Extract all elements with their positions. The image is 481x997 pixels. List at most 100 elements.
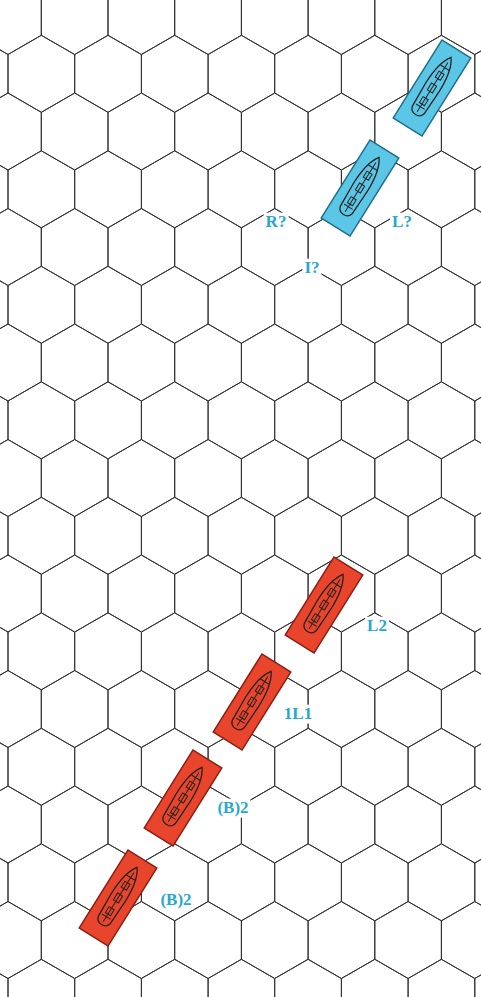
hex-cell [408, 497, 475, 574]
order-label: L2 [365, 617, 389, 636]
hex-cell [408, 151, 475, 228]
hex-cell [0, 440, 41, 517]
hex-cell [0, 555, 41, 632]
hex-cell [441, 786, 481, 863]
hex-cell [241, 209, 308, 286]
hex-cell [175, 0, 242, 55]
hex-cell [341, 613, 408, 690]
hex-cell [241, 93, 308, 170]
hex-cell [41, 209, 108, 286]
hex-cell [175, 209, 242, 286]
hex-cell [108, 209, 175, 286]
hex-cell [108, 671, 175, 748]
hex-cell [0, 844, 8, 921]
hex-cell [0, 93, 41, 170]
hex-cell [441, 93, 481, 170]
hex-cell [275, 728, 342, 805]
hex-cell [375, 0, 442, 55]
hex-cell [341, 266, 408, 343]
hex-cell [41, 93, 108, 170]
hex-cell [75, 266, 142, 343]
hex-cell [75, 151, 142, 228]
hex-cell [441, 555, 481, 632]
hex-cell [0, 151, 8, 228]
hex-cell [208, 35, 275, 112]
hex-cell [8, 266, 75, 343]
hex-cell [408, 382, 475, 459]
hex-cell [241, 0, 308, 55]
hex-cell [308, 671, 375, 748]
hex-cell [441, 671, 481, 748]
hex-cell [8, 728, 75, 805]
hex-cell [375, 440, 442, 517]
hex-cell [8, 844, 75, 921]
hex-cell [341, 497, 408, 574]
hex-cell [41, 555, 108, 632]
hex-cell [141, 959, 208, 997]
hex-cell [208, 844, 275, 921]
hex-cell [375, 671, 442, 748]
hex-cell [0, 209, 41, 286]
hex-cell [275, 35, 342, 112]
hex-cell [75, 35, 142, 112]
hex-cell [341, 35, 408, 112]
hex-cell [475, 35, 481, 112]
hex-cell [141, 35, 208, 112]
hex-cell [8, 151, 75, 228]
hex-cell [41, 0, 108, 55]
hex-cell [0, 0, 41, 55]
hex-cell [408, 613, 475, 690]
hex-cell [8, 382, 75, 459]
order-label: (B)2 [158, 891, 193, 910]
hex-cell [108, 440, 175, 517]
hex-cell [308, 786, 375, 863]
hex-cell [475, 959, 481, 997]
hex-cell [308, 324, 375, 401]
blue-ship-counter [321, 140, 399, 236]
hex-cell [175, 555, 242, 632]
hex-cell [141, 151, 208, 228]
hex-cell [0, 35, 8, 112]
hex-cell [175, 440, 242, 517]
hex-cell [75, 613, 142, 690]
hex-cell [0, 728, 8, 805]
hex-cell [8, 613, 75, 690]
hex-cell [175, 324, 242, 401]
hex-cell [41, 324, 108, 401]
hex-cell [308, 440, 375, 517]
hex-cell [475, 266, 481, 343]
order-label: L? [390, 213, 414, 232]
hex-cell [475, 382, 481, 459]
hex-cell [8, 959, 75, 997]
hex-cell [0, 786, 41, 863]
hex-cell [275, 382, 342, 459]
hex-cell [475, 151, 481, 228]
red-ship-counter [144, 750, 222, 846]
hex-cell [475, 844, 481, 921]
hex-cell [408, 844, 475, 921]
hex-cell [375, 324, 442, 401]
hex-cell [475, 613, 481, 690]
hex-cell [0, 497, 8, 574]
hex-cell [208, 266, 275, 343]
hex-cell [241, 902, 308, 979]
hex-cell [141, 844, 208, 921]
order-label: 1L1 [282, 705, 314, 724]
order-label: R? [264, 213, 289, 232]
hex-cell [208, 497, 275, 574]
hex-cell [241, 324, 308, 401]
hex-cell [408, 728, 475, 805]
hex-cell [8, 497, 75, 574]
hex-cell [441, 324, 481, 401]
hex-cell [408, 266, 475, 343]
hex-cell [141, 266, 208, 343]
hex-cell [241, 440, 308, 517]
hex-cell [441, 902, 481, 979]
hex-cell [41, 440, 108, 517]
hex-cell [208, 959, 275, 997]
hex-cell [275, 959, 342, 997]
hex-cell [375, 786, 442, 863]
hex-cell [208, 382, 275, 459]
hex-cell [341, 844, 408, 921]
